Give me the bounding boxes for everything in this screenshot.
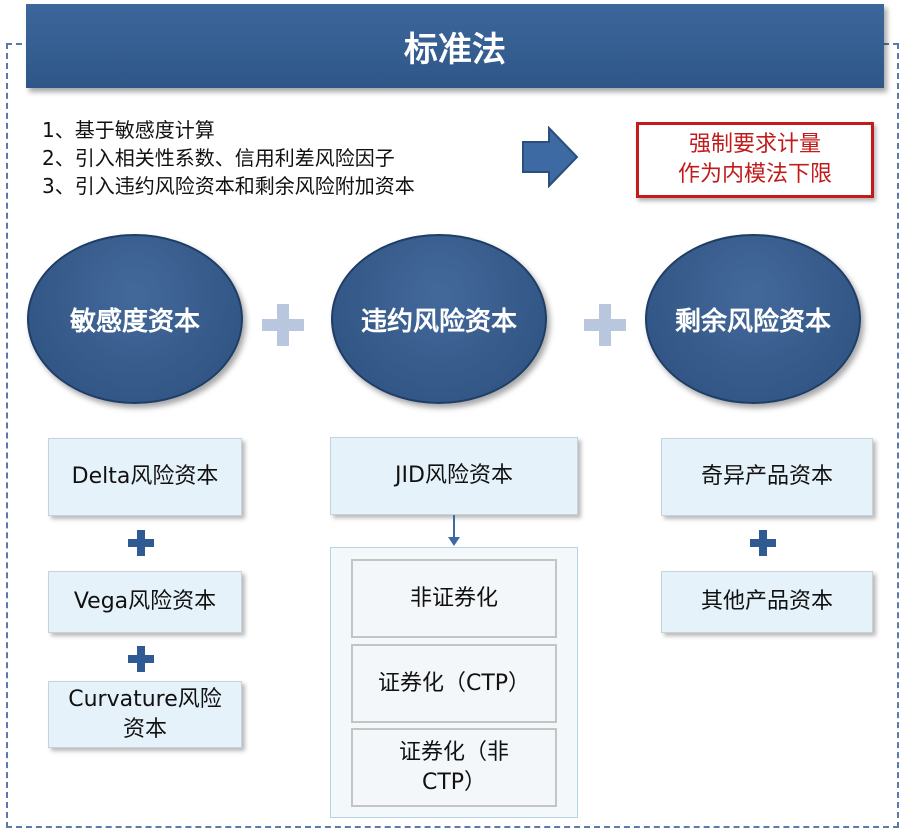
residual-capital-node: 剩余风险资本 (645, 234, 861, 404)
plus-icon (750, 530, 776, 556)
floor-note: 强制要求计量 作为内模法下限 (636, 122, 874, 198)
curvature-capital-box: Curvature风险资本 (48, 681, 242, 748)
feature-item-2: 2、引入相关性系数、信用利差风险因子 (42, 146, 395, 170)
vega-capital-box: Vega风险资本 (48, 571, 242, 633)
feature-item-1: 1、基于敏感度计算 (42, 118, 215, 142)
page-title: 标准法 (26, 4, 884, 88)
plus-icon (262, 304, 304, 346)
feature-item-3: 3、引入违约风险资本和剩余风险附加资本 (42, 174, 415, 198)
non-securitization-box: 非证券化 (351, 559, 557, 638)
other-product-capital-box: 其他产品资本 (661, 571, 873, 633)
delta-capital-box: Delta风险资本 (48, 438, 242, 516)
right-arrow-icon (522, 126, 579, 188)
exotic-product-capital-box: 奇异产品资本 (661, 438, 873, 516)
securitization-ctp-box: 证券化（CTP） (351, 644, 557, 723)
plus-icon (584, 304, 626, 346)
sensitivity-capital-node: 敏感度资本 (27, 234, 243, 404)
default-capital-node: 违约风险资本 (331, 234, 547, 404)
down-arrow-icon (448, 515, 460, 546)
feature-list: 1、基于敏感度计算 2、引入相关性系数、信用利差风险因子 3、引入违约风险资本和… (42, 116, 415, 200)
jid-breakdown-panel: 非证券化 证券化（CTP） 证券化（非CTP） (330, 547, 578, 818)
plus-icon (128, 646, 154, 672)
plus-icon (128, 530, 154, 556)
securitization-non-ctp-box: 证券化（非CTP） (351, 728, 557, 807)
floor-note-line2: 作为内模法下限 (677, 162, 832, 187)
floor-note-line1: 强制要求计量 (688, 132, 821, 157)
jid-capital-box: JID风险资本 (330, 437, 578, 515)
